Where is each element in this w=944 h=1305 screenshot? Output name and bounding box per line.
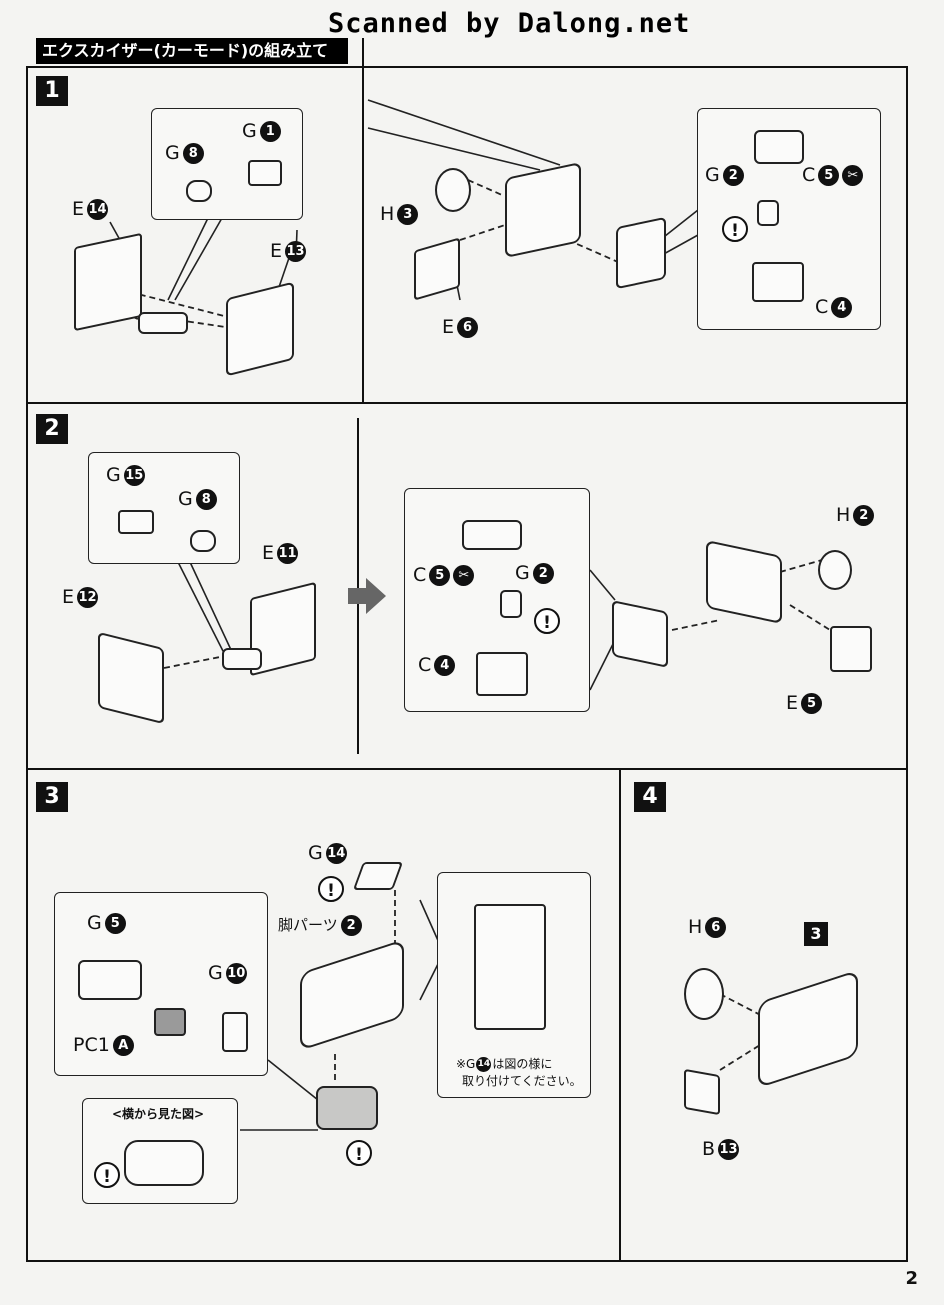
divider-col-row3: [619, 768, 621, 1262]
cut-icon: ✂: [842, 164, 864, 186]
part-main-body: [505, 161, 581, 259]
divider-row2: [26, 768, 908, 770]
part-h3-ring: [435, 168, 471, 212]
part-pc1-cap: [154, 1008, 186, 1036]
cut-icon: ✂: [453, 564, 475, 586]
part-g8-washer: [190, 530, 216, 552]
warning-icon: !: [534, 608, 560, 634]
warning-icon: !: [722, 216, 748, 242]
part-g1-joint: [248, 160, 282, 186]
part-e14-frame: [74, 232, 142, 332]
part-shoulder-block: [612, 600, 668, 668]
assembly-note-line2: 取り付けてください。: [462, 1074, 582, 1088]
part-joint-shaft: [138, 312, 188, 334]
part-hip-joint: [316, 1086, 378, 1130]
part-c5-cap: [462, 520, 522, 550]
part-c4-base: [476, 652, 528, 696]
part-side-view-joint: [124, 1140, 204, 1186]
flow-arrow-icon: [366, 578, 386, 614]
part-joint-shaft: [222, 648, 262, 670]
step-number-1: 1: [36, 76, 68, 106]
step-number-3: 3: [36, 782, 68, 812]
part-e12-block: [98, 631, 164, 725]
part-g10-plate: [222, 1012, 248, 1052]
part-c4-base: [752, 262, 804, 302]
part-h6-wheel: [684, 968, 724, 1020]
part-g8-washer: [186, 180, 212, 202]
warning-icon: !: [346, 1140, 372, 1166]
divider-col-row1: [362, 38, 364, 404]
part-note-diagram: [474, 904, 546, 1030]
step-number-4: 4: [634, 782, 666, 812]
part-g15-joint: [118, 510, 154, 534]
section-title: エクスカイザー(カーモード)の組み立て: [36, 38, 348, 64]
part-e5-plate: [830, 626, 872, 672]
step3-reference-tag: 3: [804, 922, 828, 946]
part-g2-peg: [757, 200, 779, 226]
part-h2-ring: [818, 550, 852, 590]
warning-icon: !: [94, 1162, 120, 1188]
part-shoulder-block: [616, 216, 666, 290]
divider-col-row2: [357, 418, 359, 754]
warning-icon: !: [318, 876, 344, 902]
side-view-title: <横から見た図>: [112, 1107, 205, 1121]
divider-row1: [26, 402, 908, 404]
part-b13-block: [684, 1068, 720, 1116]
watermark-text: Scanned by Dalong.net: [328, 8, 691, 39]
page-frame: [26, 66, 908, 1262]
part-c5-cap: [754, 130, 804, 164]
flow-arrow-stem: [348, 588, 366, 604]
step-number-2: 2: [36, 414, 68, 444]
page-number: 2: [905, 1268, 918, 1289]
part-g2-peg: [500, 590, 522, 618]
part-g5-block: [78, 960, 142, 1000]
